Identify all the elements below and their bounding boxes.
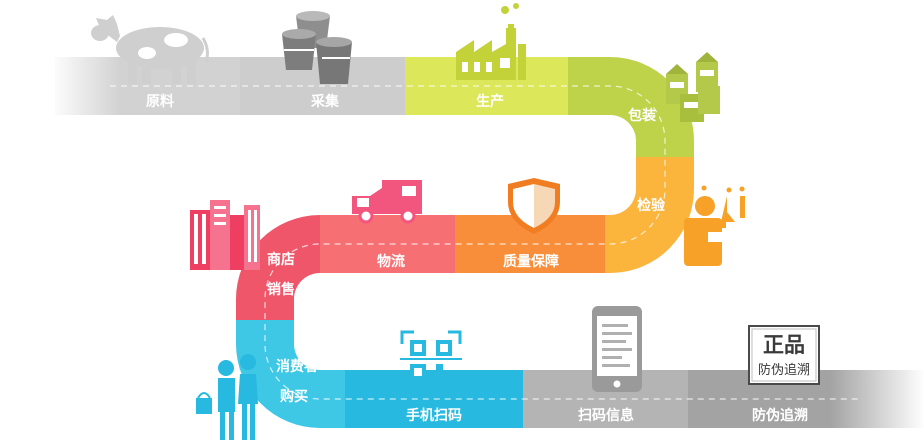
segment-store-sales xyxy=(236,215,320,320)
segment-logistics xyxy=(320,215,455,273)
left-fade xyxy=(50,55,120,117)
label-logistics: 物流 xyxy=(377,253,405,270)
shoppers-icon xyxy=(196,354,258,440)
segment-consumer-purchase xyxy=(236,320,345,428)
label-sales: 销售 xyxy=(267,281,295,298)
segment-inspection xyxy=(605,157,694,273)
smartphone-icon xyxy=(592,306,642,392)
segment-packaging xyxy=(568,57,694,157)
label-purchase: 购买 xyxy=(280,388,308,405)
factory-icon xyxy=(456,3,526,80)
label-consumer: 消费者 xyxy=(276,358,318,375)
label-packaging: 包装 xyxy=(628,107,657,124)
milk-buckets-icon xyxy=(282,11,352,84)
label-quality-assurance: 质量保障 xyxy=(503,253,559,270)
cow-icon xyxy=(91,15,209,84)
qr-code-icon xyxy=(400,330,462,390)
flow-dashed-line xyxy=(110,85,860,400)
label-inspection: 检验 xyxy=(637,197,666,214)
delivery-truck-icon xyxy=(352,180,422,224)
label-scan-info: 扫码信息 xyxy=(578,407,634,424)
lab-tech-icon xyxy=(684,185,745,266)
label-production: 生产 xyxy=(476,93,504,110)
store-buildings-icon xyxy=(190,200,260,270)
seal-line2: 防伪追溯 xyxy=(758,362,810,378)
label-phone-scan: 手机扫码 xyxy=(406,407,462,424)
label-raw-material: 原料 xyxy=(146,93,174,110)
label-anti-counterfeit: 防伪追溯 xyxy=(752,407,808,424)
milk-cartons-icon xyxy=(666,52,720,122)
shield-icon xyxy=(508,178,560,234)
label-store: 商店 xyxy=(267,251,295,268)
label-collection: 采集 xyxy=(310,93,340,110)
authentic-seal-icon: 正品 防伪追溯 xyxy=(748,325,820,385)
seal-line1: 正品 xyxy=(763,333,805,357)
